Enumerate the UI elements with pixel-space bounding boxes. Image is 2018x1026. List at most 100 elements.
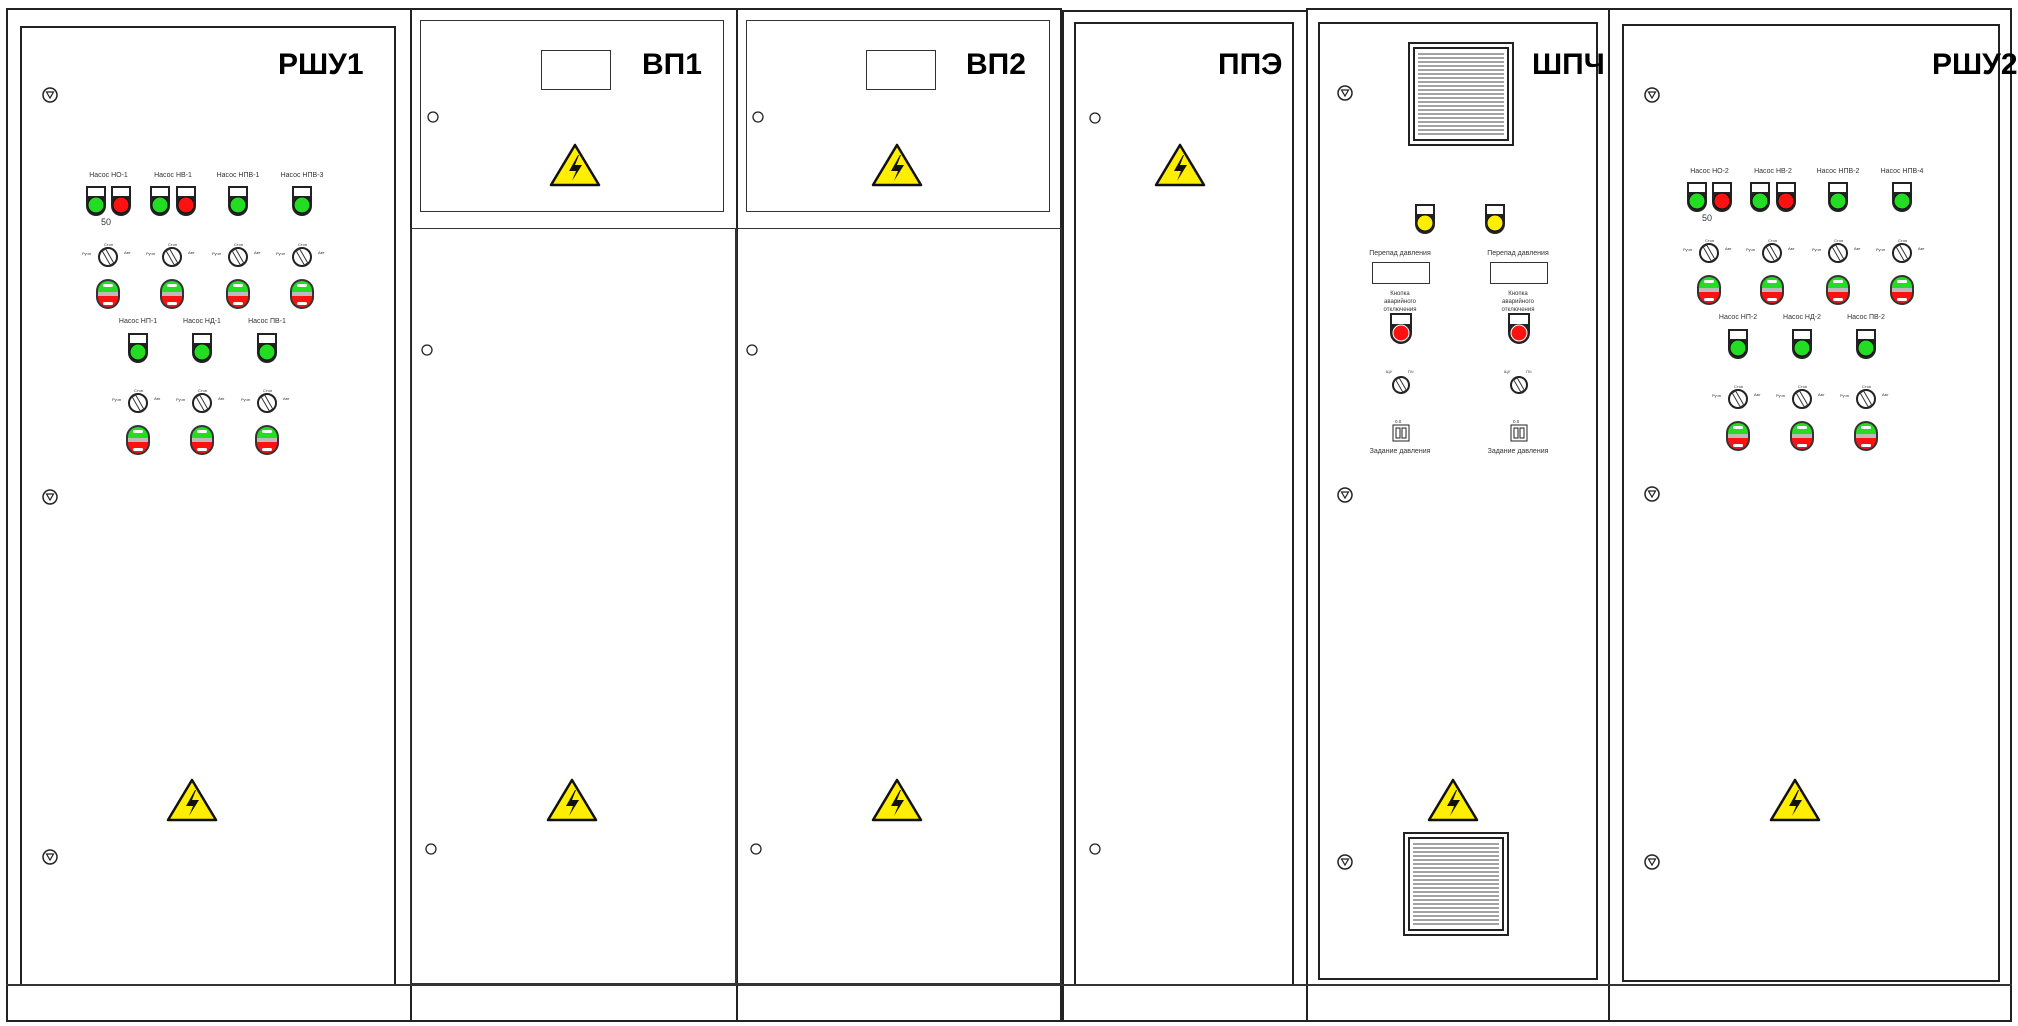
emergency-button-label: Кнопка аварийного отключения — [1501, 291, 1535, 313]
door-handle-icon[interactable] — [424, 842, 438, 856]
pressure-setpoint-keypad[interactable]: 0.0 — [1510, 418, 1528, 442]
door-handle-icon[interactable] — [749, 842, 763, 856]
svg-text:Ручн: Ручн — [1840, 393, 1849, 398]
svg-text:Стоп: Стоп — [263, 388, 272, 393]
indicator-lamp — [1684, 181, 1710, 213]
svg-text:0.0: 0.0 — [1395, 419, 1402, 424]
pump-label: Насос НП-1 — [118, 318, 158, 325]
cabinet-rshu2 — [1608, 8, 2012, 1022]
cabinet-title: РШУ2 — [1932, 48, 2018, 81]
svg-text:Ручн: Ручн — [146, 251, 155, 256]
svg-text:Авт: Авт — [124, 250, 131, 255]
svg-text:Ручн: Ручн — [1876, 247, 1885, 252]
cabinet-plinth-line — [1608, 984, 2012, 986]
indicator-lamp — [1825, 181, 1851, 213]
door-handle-icon[interactable] — [751, 110, 765, 124]
door-lock-icon[interactable] — [1643, 853, 1661, 871]
indicator-lamp — [125, 332, 151, 364]
pressure-setpoint-keypad[interactable]: 0.0 — [1392, 418, 1410, 442]
indicator-lamp — [289, 185, 315, 217]
high-voltage-warning-icon — [1769, 778, 1821, 822]
svg-text:ЩУ: ЩУ — [1504, 369, 1511, 374]
door-handle-icon[interactable] — [426, 110, 440, 124]
door-lock-icon[interactable] — [41, 488, 59, 506]
svg-text:Стоп: Стоп — [1768, 238, 1777, 243]
svg-text:Стоп: Стоп — [1798, 384, 1807, 389]
door-lock-icon[interactable] — [1336, 84, 1354, 102]
indicator-lamp — [1709, 181, 1735, 213]
start-stop-button[interactable] — [225, 278, 251, 310]
cabinet-shpch-door — [1318, 22, 1598, 980]
svg-text:Стоп: Стоп — [1862, 384, 1871, 389]
cabinet-plinth-line — [1306, 984, 1610, 986]
pump-label: Насос НПВ-3 — [280, 172, 324, 179]
door-handle-icon[interactable] — [1088, 842, 1102, 856]
start-stop-button[interactable] — [1759, 274, 1785, 306]
high-voltage-warning-icon — [166, 778, 218, 822]
start-stop-button[interactable] — [1889, 274, 1915, 306]
emergency-stop-button[interactable] — [1388, 312, 1414, 344]
svg-text:Ручн: Ручн — [241, 397, 250, 402]
svg-text:Авт: Авт — [1918, 246, 1925, 251]
cabinet-vp2-lower-door — [736, 228, 1062, 984]
pump-label: Насос НД-1 — [183, 318, 221, 325]
start-stop-button[interactable] — [189, 424, 215, 456]
control-mode-switch[interactable]: ЩУ ПЧ — [1504, 368, 1534, 396]
cabinet-plinth-line — [6, 984, 412, 986]
svg-text:Авт: Авт — [1854, 246, 1861, 251]
start-stop-button[interactable] — [289, 278, 315, 310]
cabinet-title: ППЭ — [1218, 48, 1283, 81]
start-stop-button[interactable] — [125, 424, 151, 456]
high-voltage-warning-icon — [546, 778, 598, 822]
door-lock-icon[interactable] — [41, 86, 59, 104]
indicator-lamp — [147, 185, 173, 217]
emergency-stop-button[interactable] — [1506, 312, 1532, 344]
display-window — [541, 50, 611, 90]
start-stop-button[interactable] — [1825, 274, 1851, 306]
pump-label: Насос НО-1 — [89, 172, 128, 179]
door-lock-icon[interactable] — [1336, 486, 1354, 504]
indicator-lamp — [1773, 181, 1799, 213]
pressure-diff-display — [1372, 262, 1430, 284]
door-handle-icon[interactable] — [1088, 111, 1102, 125]
start-stop-button[interactable] — [159, 278, 185, 310]
panel-mark: 50 — [1701, 213, 1713, 223]
door-handle-icon[interactable] — [745, 343, 759, 357]
start-stop-button[interactable] — [1789, 420, 1815, 452]
door-lock-icon[interactable] — [1643, 485, 1661, 503]
door-handle-icon[interactable] — [420, 343, 434, 357]
svg-text:Стоп: Стоп — [134, 388, 143, 393]
svg-text:Авт: Авт — [254, 250, 261, 255]
svg-text:ПЧ: ПЧ — [1408, 369, 1414, 374]
svg-text:ПЧ: ПЧ — [1526, 369, 1532, 374]
indicator-lamp — [173, 185, 199, 217]
ventilation-grille — [1408, 42, 1514, 146]
svg-text:Стоп: Стоп — [1834, 238, 1843, 243]
control-mode-switch[interactable]: ЩУ ПЧ — [1386, 368, 1416, 396]
svg-text:ЩУ: ЩУ — [1386, 369, 1393, 374]
high-voltage-warning-icon — [1427, 778, 1479, 822]
start-stop-button[interactable] — [1696, 274, 1722, 306]
door-lock-icon[interactable] — [1336, 853, 1354, 871]
start-stop-button[interactable] — [254, 424, 280, 456]
display-window — [866, 50, 936, 90]
door-lock-icon[interactable] — [41, 848, 59, 866]
start-stop-button[interactable] — [1725, 420, 1751, 452]
start-stop-button[interactable] — [1853, 420, 1879, 452]
start-stop-button[interactable] — [95, 278, 121, 310]
door-lock-icon[interactable] — [1643, 86, 1661, 104]
